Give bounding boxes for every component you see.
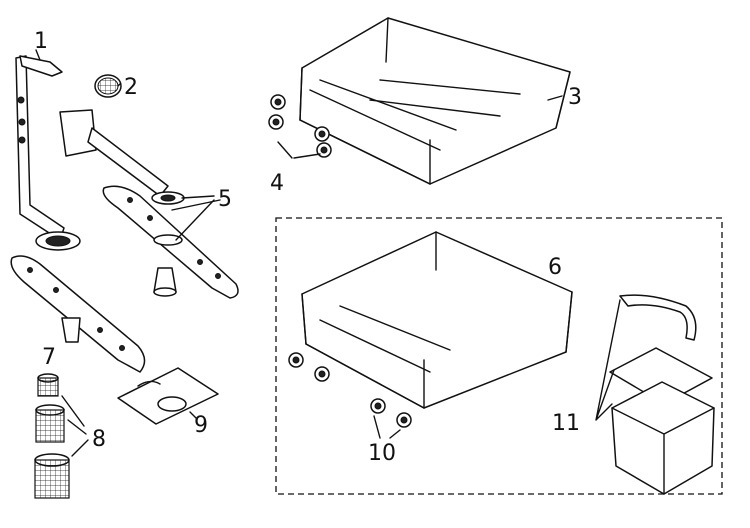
part-7-spray-arm xyxy=(10,255,146,373)
callout-5: 5 xyxy=(218,187,232,212)
part-1-feed-tube xyxy=(15,55,81,251)
part-4-upper-rack-wheels xyxy=(268,94,332,159)
part-5-upper-spray-arm xyxy=(59,109,185,205)
part-2-filter-disc xyxy=(94,74,122,98)
part-9-filter-plate xyxy=(117,367,219,425)
callout-10: 10 xyxy=(368,441,396,466)
callout-1: 1 xyxy=(34,29,48,54)
callout-11: 11 xyxy=(552,411,580,436)
callout-4: 4 xyxy=(270,171,284,196)
part-10-lower-rack-wheels xyxy=(288,352,412,439)
part-6-lower-rack xyxy=(301,231,573,409)
lower-rack-kit-outline xyxy=(275,217,723,495)
callout-9: 9 xyxy=(194,413,208,438)
callout-7: 7 xyxy=(42,345,56,370)
part-8-filter-set xyxy=(34,373,70,499)
callout-2: 2 xyxy=(124,75,138,100)
callout-6: 6 xyxy=(548,255,562,280)
part-11-cutlery-basket xyxy=(595,294,715,495)
callout-8: 8 xyxy=(92,427,106,452)
part-3-upper-rack xyxy=(299,17,571,185)
callout-3: 3 xyxy=(568,85,582,110)
part-5-lower-spray-arm xyxy=(102,185,239,299)
leader-lines xyxy=(35,49,563,457)
